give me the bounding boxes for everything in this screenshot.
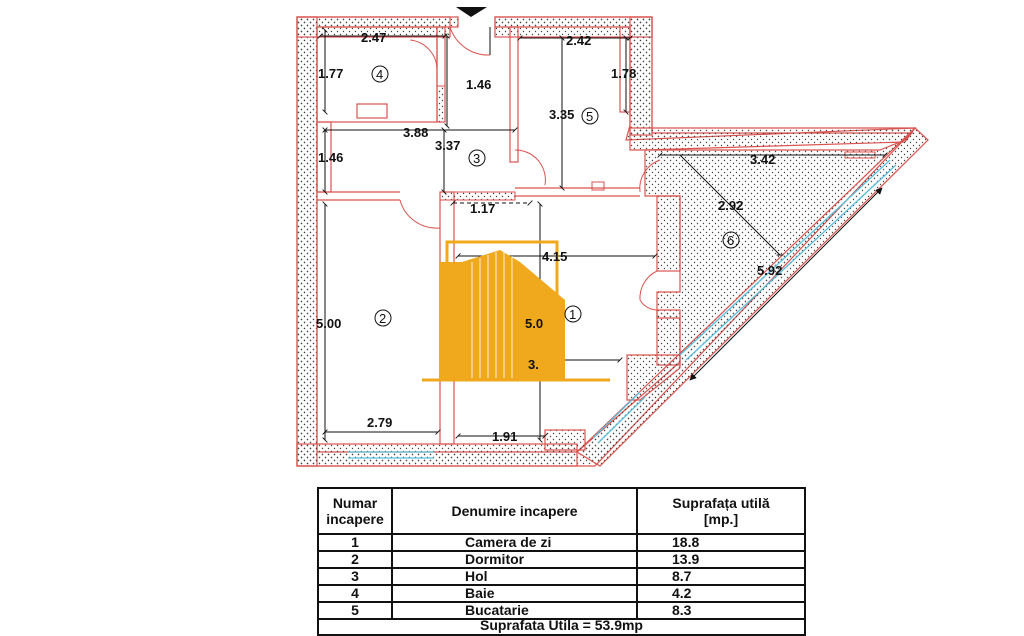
dim-3-42: 3.42: [750, 152, 775, 167]
cell-area: 18.8: [636, 533, 806, 552]
cell-number: 4: [317, 584, 393, 603]
dim-3-88: 3.88: [403, 125, 428, 140]
header-area-text: Suprafața utilă [mp.]: [672, 495, 770, 527]
cell-name: Camera de zi: [391, 533, 638, 552]
dim-3-37: 3.37: [435, 138, 460, 153]
table-row: 1 Camera de zi 18.8: [317, 533, 806, 552]
dim-5-00-left: 5.00: [316, 316, 341, 331]
cell-name: Dormitor: [391, 550, 638, 569]
table-row: 3 Hol 8.7: [317, 567, 806, 586]
dim-1-77: 1.77: [318, 66, 343, 81]
cell-area: 8.7: [636, 567, 806, 586]
dim-2-42: 2.42: [566, 33, 591, 48]
cell-number: 3: [317, 567, 393, 586]
room-number-2: 2: [379, 311, 386, 326]
table-row: 4 Baie 4.2: [317, 584, 806, 603]
dim-3-35: 3.35: [549, 107, 574, 122]
doors: [399, 26, 661, 311]
dim-2-79: 2.79: [367, 415, 392, 430]
room-number-5: 5: [586, 109, 593, 124]
dim-5-00-right: 5.0: [525, 316, 543, 331]
dim-1-78: 1.78: [611, 66, 636, 81]
table-total-row: Suprafata Utila = 53.9mp: [317, 618, 806, 636]
room-number-6: 6: [727, 233, 734, 248]
room-number-1: 1: [569, 307, 576, 322]
table-row: 2 Dormitor 13.9: [317, 550, 806, 569]
watermark-logo: [422, 240, 610, 382]
walls: [296, 16, 929, 467]
dim-1-46-upper: 1.46: [466, 77, 491, 92]
room-number-3: 3: [473, 151, 480, 166]
dim-2-92: 2.92: [718, 198, 743, 213]
dim-1-46-lower: 1.46: [318, 150, 343, 165]
room-area-table: Numar incapere Denumire incapere Suprafa…: [317, 487, 806, 636]
header-name-text: Denumire incapere: [451, 503, 578, 519]
total-area: Suprafata Utila = 53.9mp: [317, 618, 806, 636]
cell-number: 1: [317, 533, 393, 552]
dim-2-47: 2.47: [361, 30, 386, 45]
header-number: Numar incapere: [317, 487, 393, 535]
dim-5-92: 5.92: [757, 263, 782, 278]
cell-number: 5: [317, 601, 393, 620]
cell-area: 8.3: [636, 601, 806, 620]
table-header-row: Numar incapere Denumire incapere Suprafa…: [317, 487, 806, 535]
cell-name: Baie: [391, 584, 638, 603]
room-numbers: [371, 65, 740, 327]
dimension-labels: 2.47 1.77 1.46 2.42 1.78 3.35 3.88 3.37 …: [316, 30, 782, 444]
cell-area: 4.2: [636, 584, 806, 603]
dim-3-partial: 3.: [528, 357, 539, 372]
header-number-text: Numar incapere: [326, 495, 384, 527]
dim-1-17: 1.17: [470, 201, 495, 216]
header-name: Denumire incapere: [391, 487, 638, 535]
header-area: Suprafața utilă [mp.]: [636, 487, 806, 535]
dimension-lines: [317, 27, 888, 443]
cell-area: 13.9: [636, 550, 806, 569]
cell-name: Hol: [391, 567, 638, 586]
cell-number: 2: [317, 550, 393, 569]
dim-1-91: 1.91: [492, 429, 517, 444]
dim-4-15: 4.15: [542, 249, 567, 264]
room-number-4: 4: [376, 67, 383, 82]
entrance-arrow-icon: [456, 7, 487, 17]
